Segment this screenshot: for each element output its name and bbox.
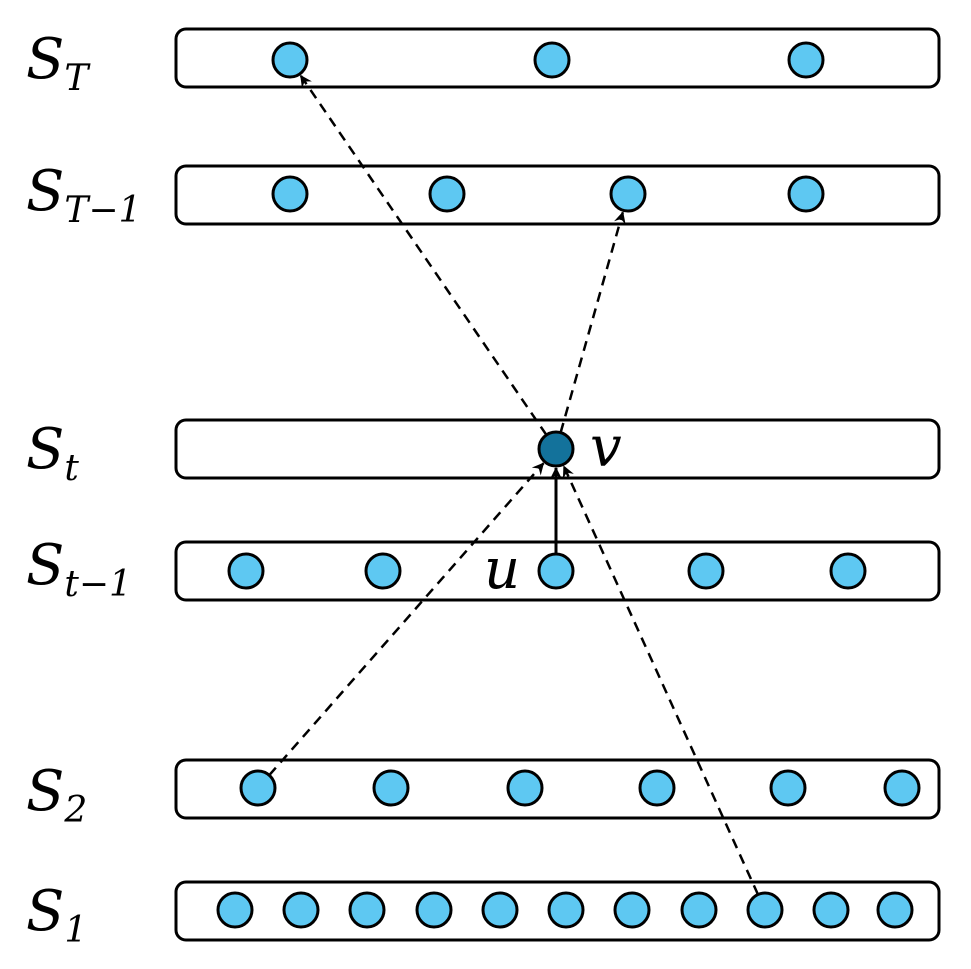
node-S_T-0 <box>271 41 309 79</box>
node-S_1-8 <box>746 891 784 929</box>
node-S_t-1-1 <box>364 552 402 590</box>
node-S_t-1-4 <box>829 552 867 590</box>
node-S_T-1 <box>533 41 571 79</box>
node-S_1-5 <box>547 891 585 929</box>
edge-S_t.0-to-S_T.0 <box>299 74 558 450</box>
node-S_T-1-1 <box>428 175 466 213</box>
layer-label-S_t: St <box>26 417 79 489</box>
layer-label-S_T: ST <box>26 27 91 99</box>
node-S_T-1-2 <box>609 175 647 213</box>
node-S_2-5 <box>883 769 921 807</box>
highlighted-node-v <box>537 430 575 468</box>
node-S_t-1-2 <box>537 552 575 590</box>
layer-label-S_T-1: ST−1 <box>26 159 141 231</box>
layer-label-S_1: S1 <box>26 879 87 951</box>
nodes <box>216 41 921 929</box>
layer-label-sub: t <box>64 448 79 489</box>
layer-label-sub: t−1 <box>64 564 132 605</box>
node-S_1-7 <box>680 891 718 929</box>
layer-label-S_2: S2 <box>26 759 87 831</box>
layer-box-S_2 <box>174 758 941 820</box>
node-S_1-4 <box>481 891 519 929</box>
node-S_T-1-0 <box>271 175 309 213</box>
node-S_t-1-3 <box>687 552 725 590</box>
node-S_1-0 <box>216 891 254 929</box>
node-S_1-10 <box>876 891 914 929</box>
layer-label-main: S <box>26 417 64 482</box>
node-S_t-1-0 <box>227 552 265 590</box>
node-S_1-3 <box>415 891 453 929</box>
edge-S_t.0-to-S_T-1.2 <box>554 211 626 450</box>
layer-label-sub: 2 <box>63 790 87 831</box>
edges <box>257 74 767 911</box>
layer-label-main: S <box>26 759 64 824</box>
layer-label-sub: T <box>64 58 91 99</box>
node-label-u: u <box>484 537 520 602</box>
node-S_T-1-3 <box>787 175 825 213</box>
layer-labels: ST ST−1 St St−1 S2 S1 <box>26 27 141 951</box>
node-S_2-0 <box>239 769 277 807</box>
node-label-v: v <box>590 415 622 480</box>
layer-label-sub: 1 <box>64 910 87 951</box>
node-S_2-3 <box>638 769 676 807</box>
layer-label-main: S <box>26 27 64 92</box>
edge-S_2.0-to-S_t.0 <box>257 462 545 789</box>
node-S_T-2 <box>787 41 825 79</box>
edge-S_1.8-to-S_t.0 <box>562 465 767 911</box>
layer-label-main: S <box>26 159 64 224</box>
node-S_1-2 <box>348 891 386 929</box>
layer-label-S_t-1: St−1 <box>26 533 132 605</box>
layer-label-main: S <box>26 533 64 598</box>
layer-label-main: S <box>26 879 64 944</box>
node-S_1-1 <box>282 891 320 929</box>
layer-boxes <box>174 27 941 942</box>
node-S_1-6 <box>613 891 651 929</box>
layer-label-sub: T−1 <box>64 190 141 231</box>
node-S_2-1 <box>372 769 410 807</box>
node-S_2-2 <box>506 769 544 807</box>
node-S_2-4 <box>769 769 807 807</box>
layer-box-S_T-1 <box>174 164 941 226</box>
node-S_1-9 <box>812 891 850 929</box>
